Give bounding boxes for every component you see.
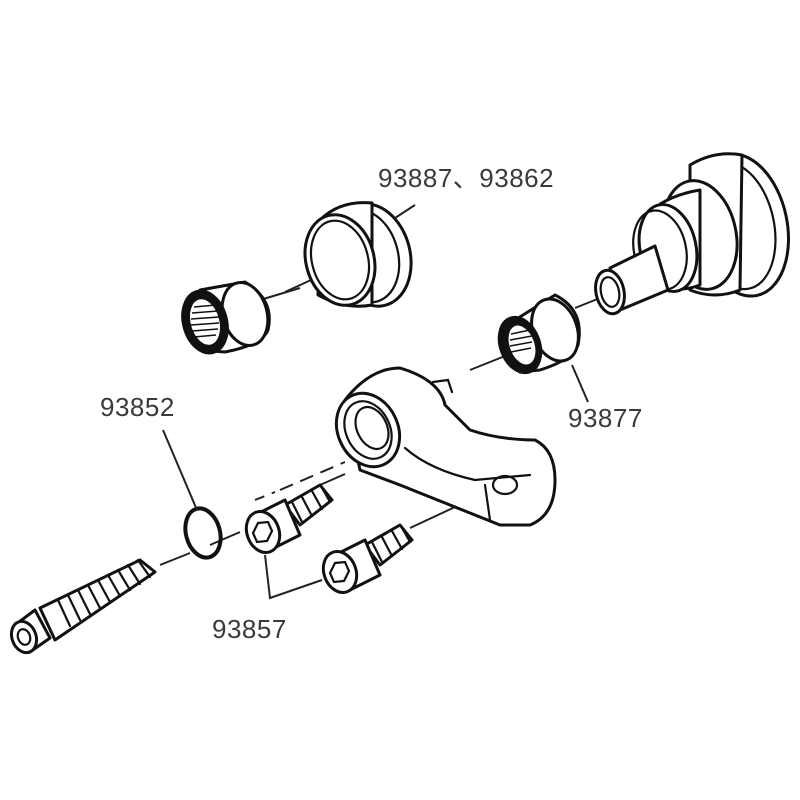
label-93852: 93852 (100, 392, 175, 422)
needle-bearing-right (497, 293, 581, 375)
short-cap-screw-upper (244, 483, 334, 554)
o-ring (183, 506, 223, 560)
long-cap-screw (9, 558, 157, 655)
leader-lines (162, 204, 589, 600)
leader-93857 (264, 554, 323, 600)
label-93857: 93857 (212, 614, 287, 644)
leader-93852 (162, 429, 198, 511)
short-cap-screw-lower (321, 523, 414, 594)
label-93877: 93877 (568, 403, 643, 433)
rocker-arm-bracket (334, 366, 557, 527)
needle-bearing-left (181, 280, 271, 355)
leader-93877 (571, 364, 589, 403)
stepped-shaft-hub (594, 152, 790, 316)
label-93887-93862: 93887、93862 (378, 163, 555, 193)
flanged-bushing (303, 201, 413, 308)
leader-93887-93862 (394, 204, 416, 219)
